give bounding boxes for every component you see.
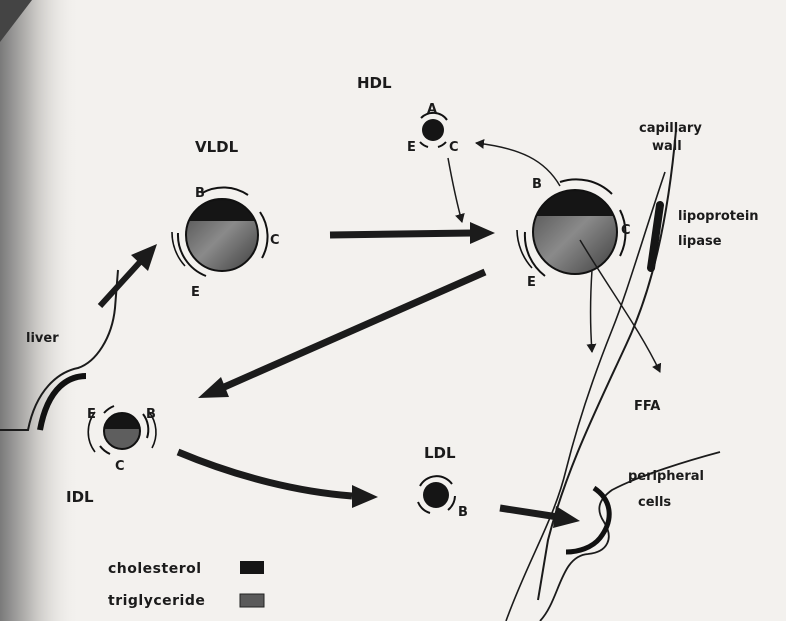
vldl-label: VLDL <box>195 138 239 156</box>
capillary-label-line1: capillary <box>639 121 702 136</box>
capillary-label-line2: wall <box>652 139 682 154</box>
ldl-particle <box>418 476 455 513</box>
capillary-to-idl-arrow <box>198 272 485 398</box>
idl-apo-e: E <box>87 407 96 422</box>
peripheral-label-line2: cells <box>638 495 671 510</box>
lipase-label-line2: lipase <box>678 234 722 249</box>
lipase-label-line1: lipoprotein <box>678 209 759 224</box>
idl-apo-b: B <box>146 407 156 422</box>
page-shadow <box>0 0 80 621</box>
ffa-to-tissue-arrow <box>580 240 660 372</box>
hdl-label: HDL <box>357 74 392 92</box>
ffa-label: FFA <box>634 399 660 414</box>
hdl-apo-c: C <box>449 140 459 155</box>
capillary-to-hdl-arrow <box>476 143 560 186</box>
legend-triglyceride-swatch <box>240 594 264 607</box>
peripheral-label-line1: peripheral <box>628 469 704 484</box>
idl-label: IDL <box>66 488 94 506</box>
vldl-apo-c: C <box>270 233 280 248</box>
capillary-particle-apo-b: B <box>532 177 542 192</box>
ldl-apo-b: B <box>458 505 468 520</box>
hdl-to-capillary-arrow <box>448 158 462 222</box>
legend-cholesterol-swatch <box>240 561 264 574</box>
vldl-particle <box>172 187 268 276</box>
legend-cholesterol-label: cholesterol <box>108 561 202 577</box>
vldl-capillary-particle <box>517 179 625 276</box>
ldl-label: LDL <box>424 444 456 462</box>
lipoprotein-lipase-bar <box>651 205 660 268</box>
vldl-apo-e: E <box>191 285 200 300</box>
vldl-apo-b: B <box>195 186 205 201</box>
liver-label: liver <box>26 331 59 346</box>
capillary-particle-apo-e: E <box>527 275 536 290</box>
ldl-to-peripheral-arrow <box>500 506 580 528</box>
hdl-apo-a: A <box>427 102 437 117</box>
hdl-apo-e: E <box>407 140 416 155</box>
vldl-apo-arc-c <box>260 212 268 258</box>
hdl-particle <box>420 113 447 147</box>
idl-to-ldl-arrow <box>178 452 378 508</box>
liver-to-vldl-arrow <box>100 244 157 306</box>
capillary-particle-apo-c: C <box>621 223 631 238</box>
legend-triglyceride-label: triglyceride <box>108 593 205 609</box>
idl-apo-c: C <box>115 459 125 474</box>
ffa-release-arrow <box>591 270 593 352</box>
vldl-apo-arc-b <box>202 187 248 195</box>
legend: cholesterol triglyceride <box>108 561 264 609</box>
vldl-to-capillary-arrow <box>330 222 495 244</box>
